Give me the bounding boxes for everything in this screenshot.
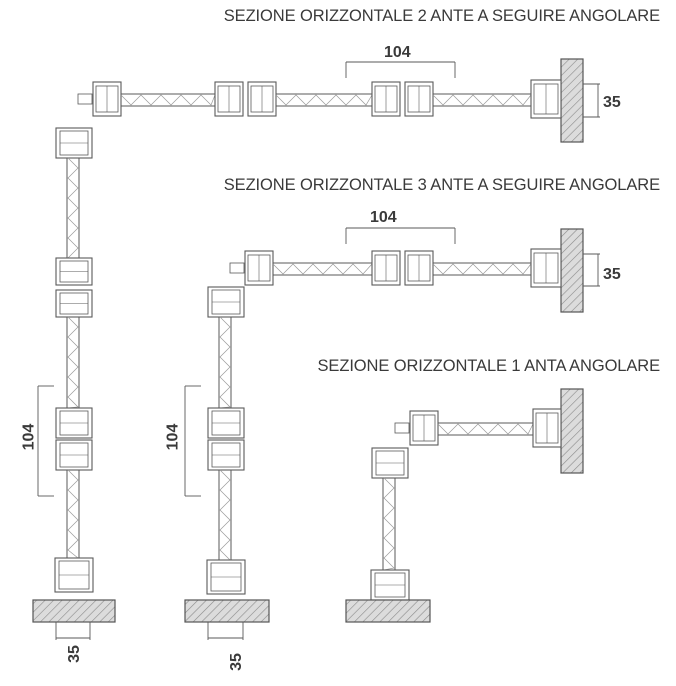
glass-spacer (67, 316, 79, 409)
diagram-one-leaf (345, 388, 584, 623)
wall (560, 388, 584, 474)
glass-spacer (67, 157, 79, 259)
wall (560, 228, 584, 313)
corner-joint (77, 93, 93, 105)
glass-spacer (432, 263, 532, 275)
glass-spacer (432, 94, 532, 106)
glass-spacer (120, 94, 216, 106)
glass-spacer (219, 316, 231, 409)
dim-top-three-leaf: 104 (370, 209, 397, 226)
glass-spacer (272, 263, 373, 275)
title-two-leaf: SEZIONE ORIZZONTALE 2 ANTE A SEGUIRE ANG… (223, 7, 660, 25)
title-one-leaf: SEZIONE ORIZZONTALE 1 ANTA ANGOLARE (317, 357, 661, 375)
wall (184, 599, 270, 623)
dim-wall-three-leaf: 35 (603, 266, 621, 283)
dim-top-two-leaf: 104 (384, 44, 411, 61)
corner-joint (229, 262, 245, 274)
glass-spacer (67, 469, 79, 559)
corner-joint (394, 422, 410, 434)
glass-spacer (219, 469, 231, 561)
wall (345, 599, 431, 623)
wall (32, 599, 116, 623)
glass-spacer (275, 94, 373, 106)
diagram-two-leaf (32, 58, 600, 640)
dim-wall-two-leaf: 35 (603, 94, 621, 111)
diagram-three-leaf (184, 227, 600, 640)
wall (560, 58, 584, 143)
glass-spacer (383, 477, 395, 571)
title-three-leaf: SEZIONE ORIZZONTALE 3 ANTE A SEGUIRE ANG… (223, 176, 660, 194)
glass-spacer (437, 423, 534, 435)
